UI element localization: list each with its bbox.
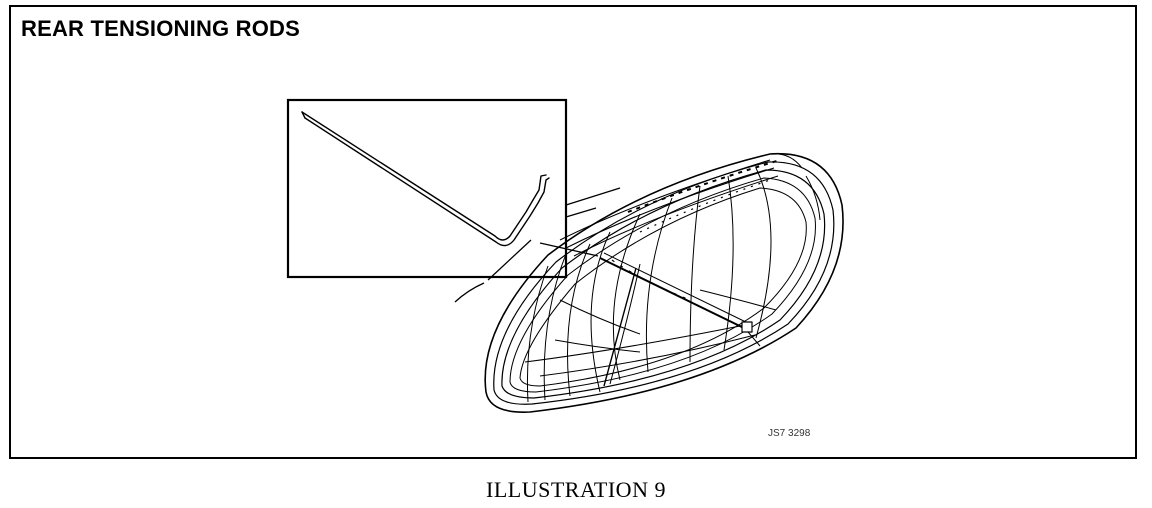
- soft-top-frame: [484, 152, 844, 413]
- tensioning-rod: [301, 111, 550, 247]
- figure-reference-code: JS7 3298: [768, 428, 811, 439]
- rod-detail-inset: [286, 98, 568, 279]
- illustration-caption: ILLUSTRATION 9: [486, 477, 666, 502]
- illustration-frame: [9, 5, 1137, 459]
- detail-leader-lines: [454, 187, 621, 303]
- diagram-title: REAR TENSIONING RODS: [21, 16, 301, 41]
